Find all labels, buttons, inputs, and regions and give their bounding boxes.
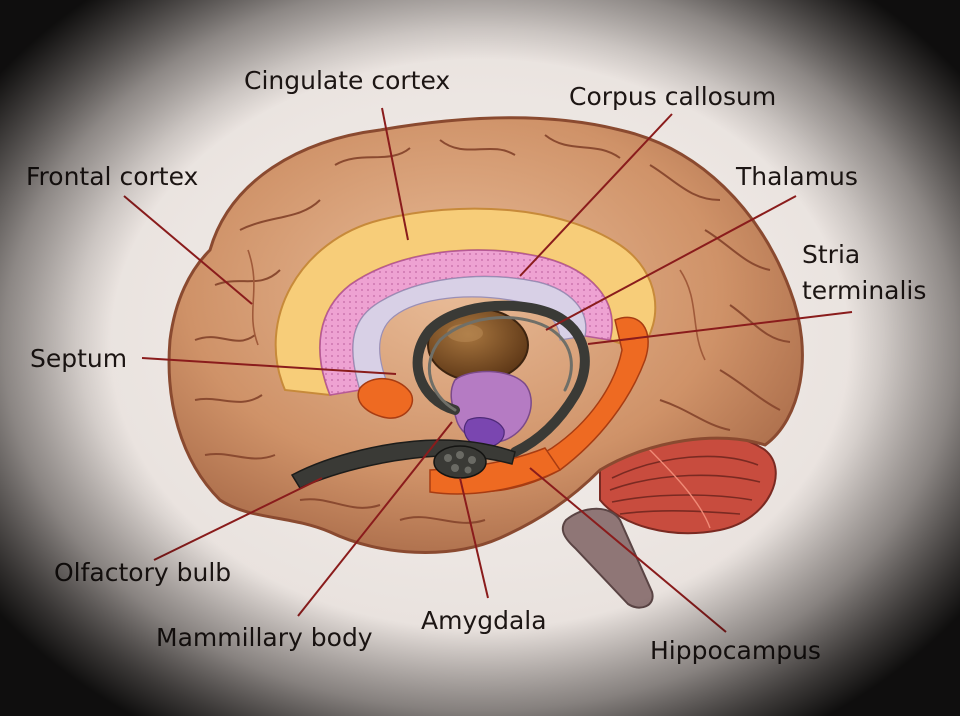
label-amygdala: Amygdala bbox=[421, 606, 547, 635]
label-frontal-cortex: Frontal cortex bbox=[26, 162, 199, 191]
label-hippocampus: Hippocampus bbox=[650, 636, 821, 665]
label-stria-terminalis-line2: terminalis bbox=[802, 276, 927, 305]
label-corpus-callosum: Corpus callosum bbox=[569, 82, 777, 111]
label-thalamus: Thalamus bbox=[736, 162, 858, 191]
label-mammillary-body: Mammillary body bbox=[156, 623, 373, 652]
thalamus-highlight bbox=[447, 324, 483, 342]
label-cingulate-cortex: Cingulate cortex bbox=[244, 66, 451, 95]
amygdala-region bbox=[433, 445, 487, 479]
label-septum: Septum bbox=[30, 344, 128, 373]
label-stria-terminalis-line1: Stria bbox=[802, 240, 861, 269]
label-olfactory-bulb: Olfactory bulb bbox=[54, 558, 232, 587]
